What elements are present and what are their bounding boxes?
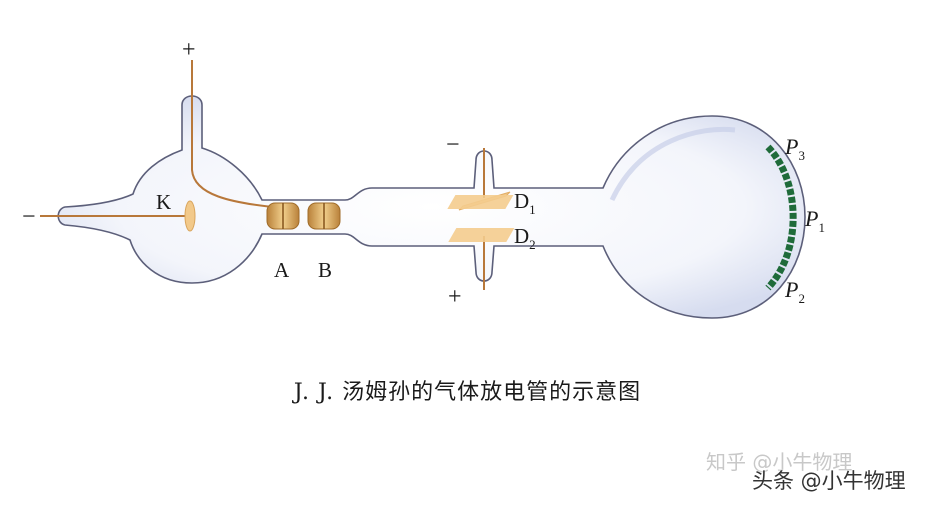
anode-a-label: A: [274, 258, 290, 282]
anode-a: [266, 202, 300, 230]
anode-b-label: B: [318, 258, 332, 282]
zhihu-watermark: 知乎 @小牛物理: [706, 450, 853, 474]
deflector-minus-sign: −: [446, 132, 460, 158]
anode-plus-sign: +: [182, 37, 196, 63]
cathode-minus-sign: −: [22, 204, 36, 230]
plate-d2-label: D2: [514, 224, 536, 252]
cathode-label: K: [156, 190, 171, 214]
plate-d1-label: D1: [514, 189, 536, 217]
plate-d2-body: [448, 228, 515, 242]
glass-tube: [57, 95, 806, 319]
deflector-plus-sign: +: [448, 284, 462, 310]
anode-b: [307, 202, 341, 230]
figure-caption: J. J. 汤姆孙的气体放电管的示意图: [293, 380, 642, 405]
anode-wire: [191, 60, 283, 209]
toutiao-watermark: 头条 @小牛物理: [752, 469, 906, 493]
spot-p2-label: P2: [784, 277, 805, 306]
cathode-electrode: [184, 200, 196, 232]
glass-inner-shade: [609, 126, 736, 202]
spot-p1-label: P1: [804, 206, 825, 235]
spot-p3-label: P3: [784, 134, 805, 163]
plate-d1-body: [447, 195, 514, 209]
fluorescent-screen: [765, 144, 797, 291]
